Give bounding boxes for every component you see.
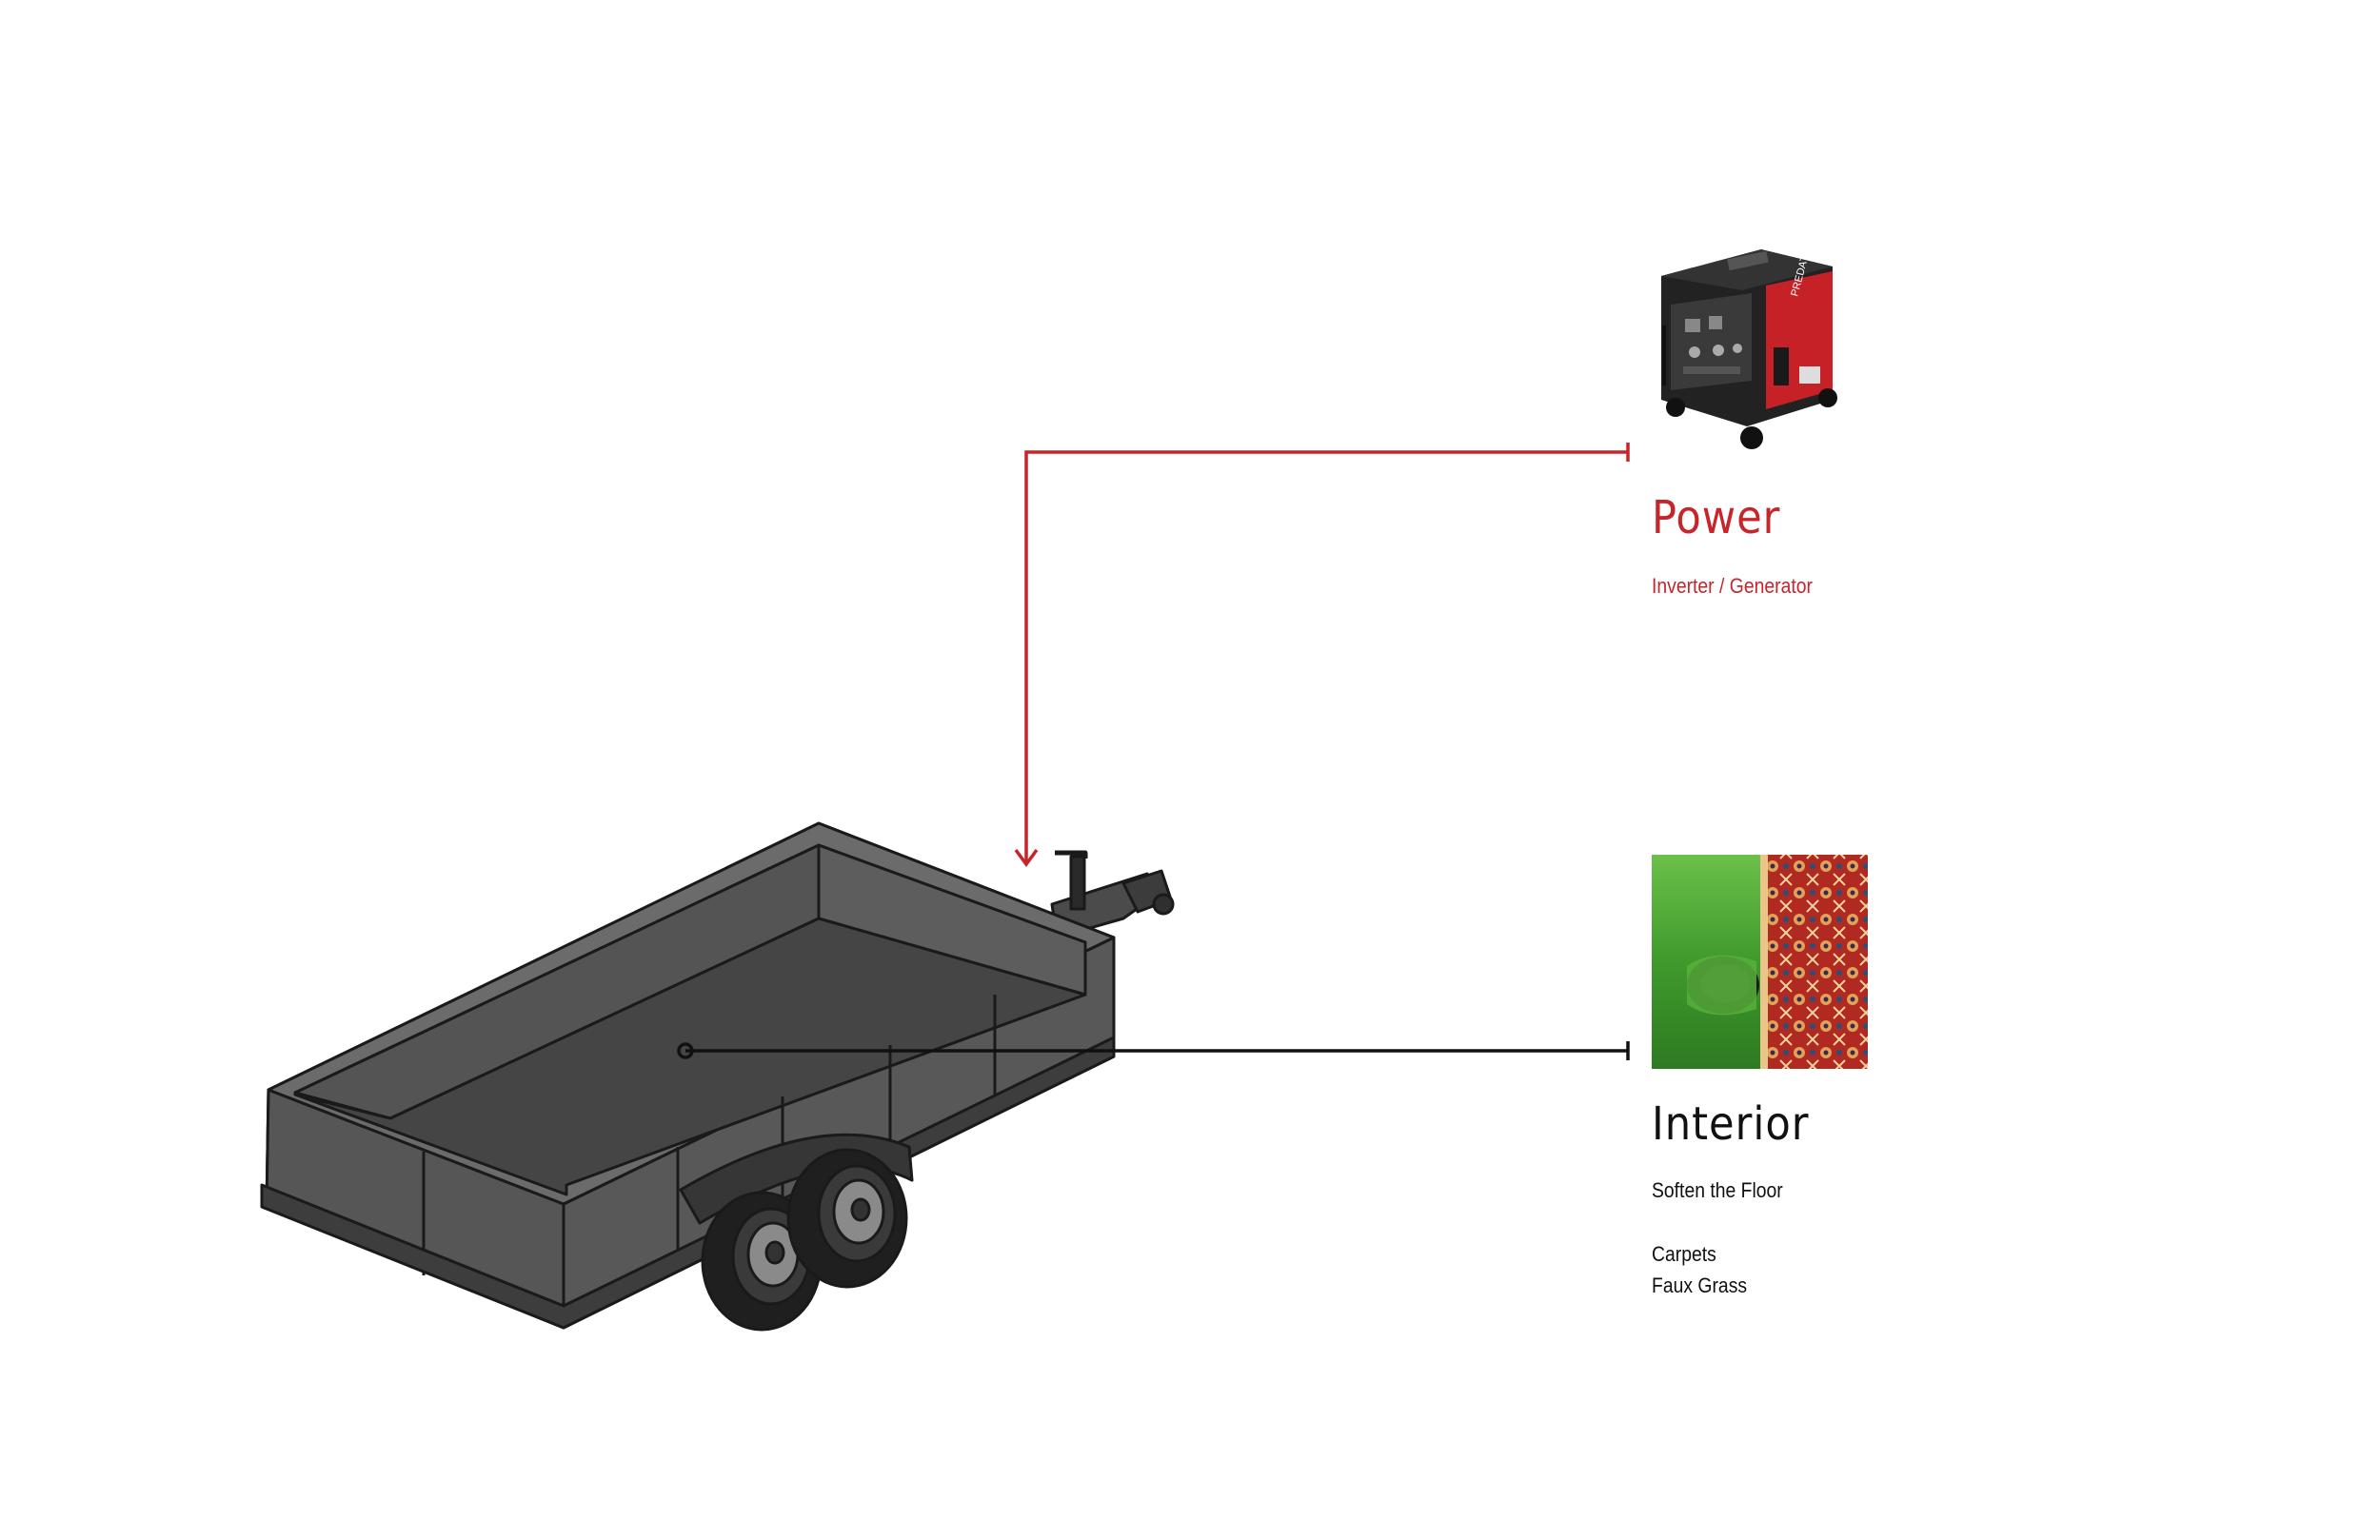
interior-subtitle: Soften the Floor — [1652, 1178, 1783, 1202]
generator-photo: PREDATOR 3500 — [1661, 214, 1837, 449]
interior-leader-line — [677, 1041, 1630, 1060]
power-subtitle: Inverter / Generator — [1652, 574, 1813, 598]
power-title: Power — [1652, 491, 1781, 544]
interior-items-list: Carpets Faux Grass — [1652, 1239, 1747, 1302]
trailer-wheels — [701, 1148, 908, 1332]
power-leader-line — [1014, 443, 1630, 867]
interior-item-carpets: Carpets — [1652, 1242, 1716, 1266]
trailer-illustration — [260, 821, 1175, 1332]
interior-title: Interior — [1652, 1097, 1810, 1151]
trailer-hitch — [1050, 850, 1175, 939]
grass-and-carpet-photo — [1652, 855, 1868, 1069]
interior-item-faux-grass: Faux Grass — [1652, 1273, 1748, 1297]
